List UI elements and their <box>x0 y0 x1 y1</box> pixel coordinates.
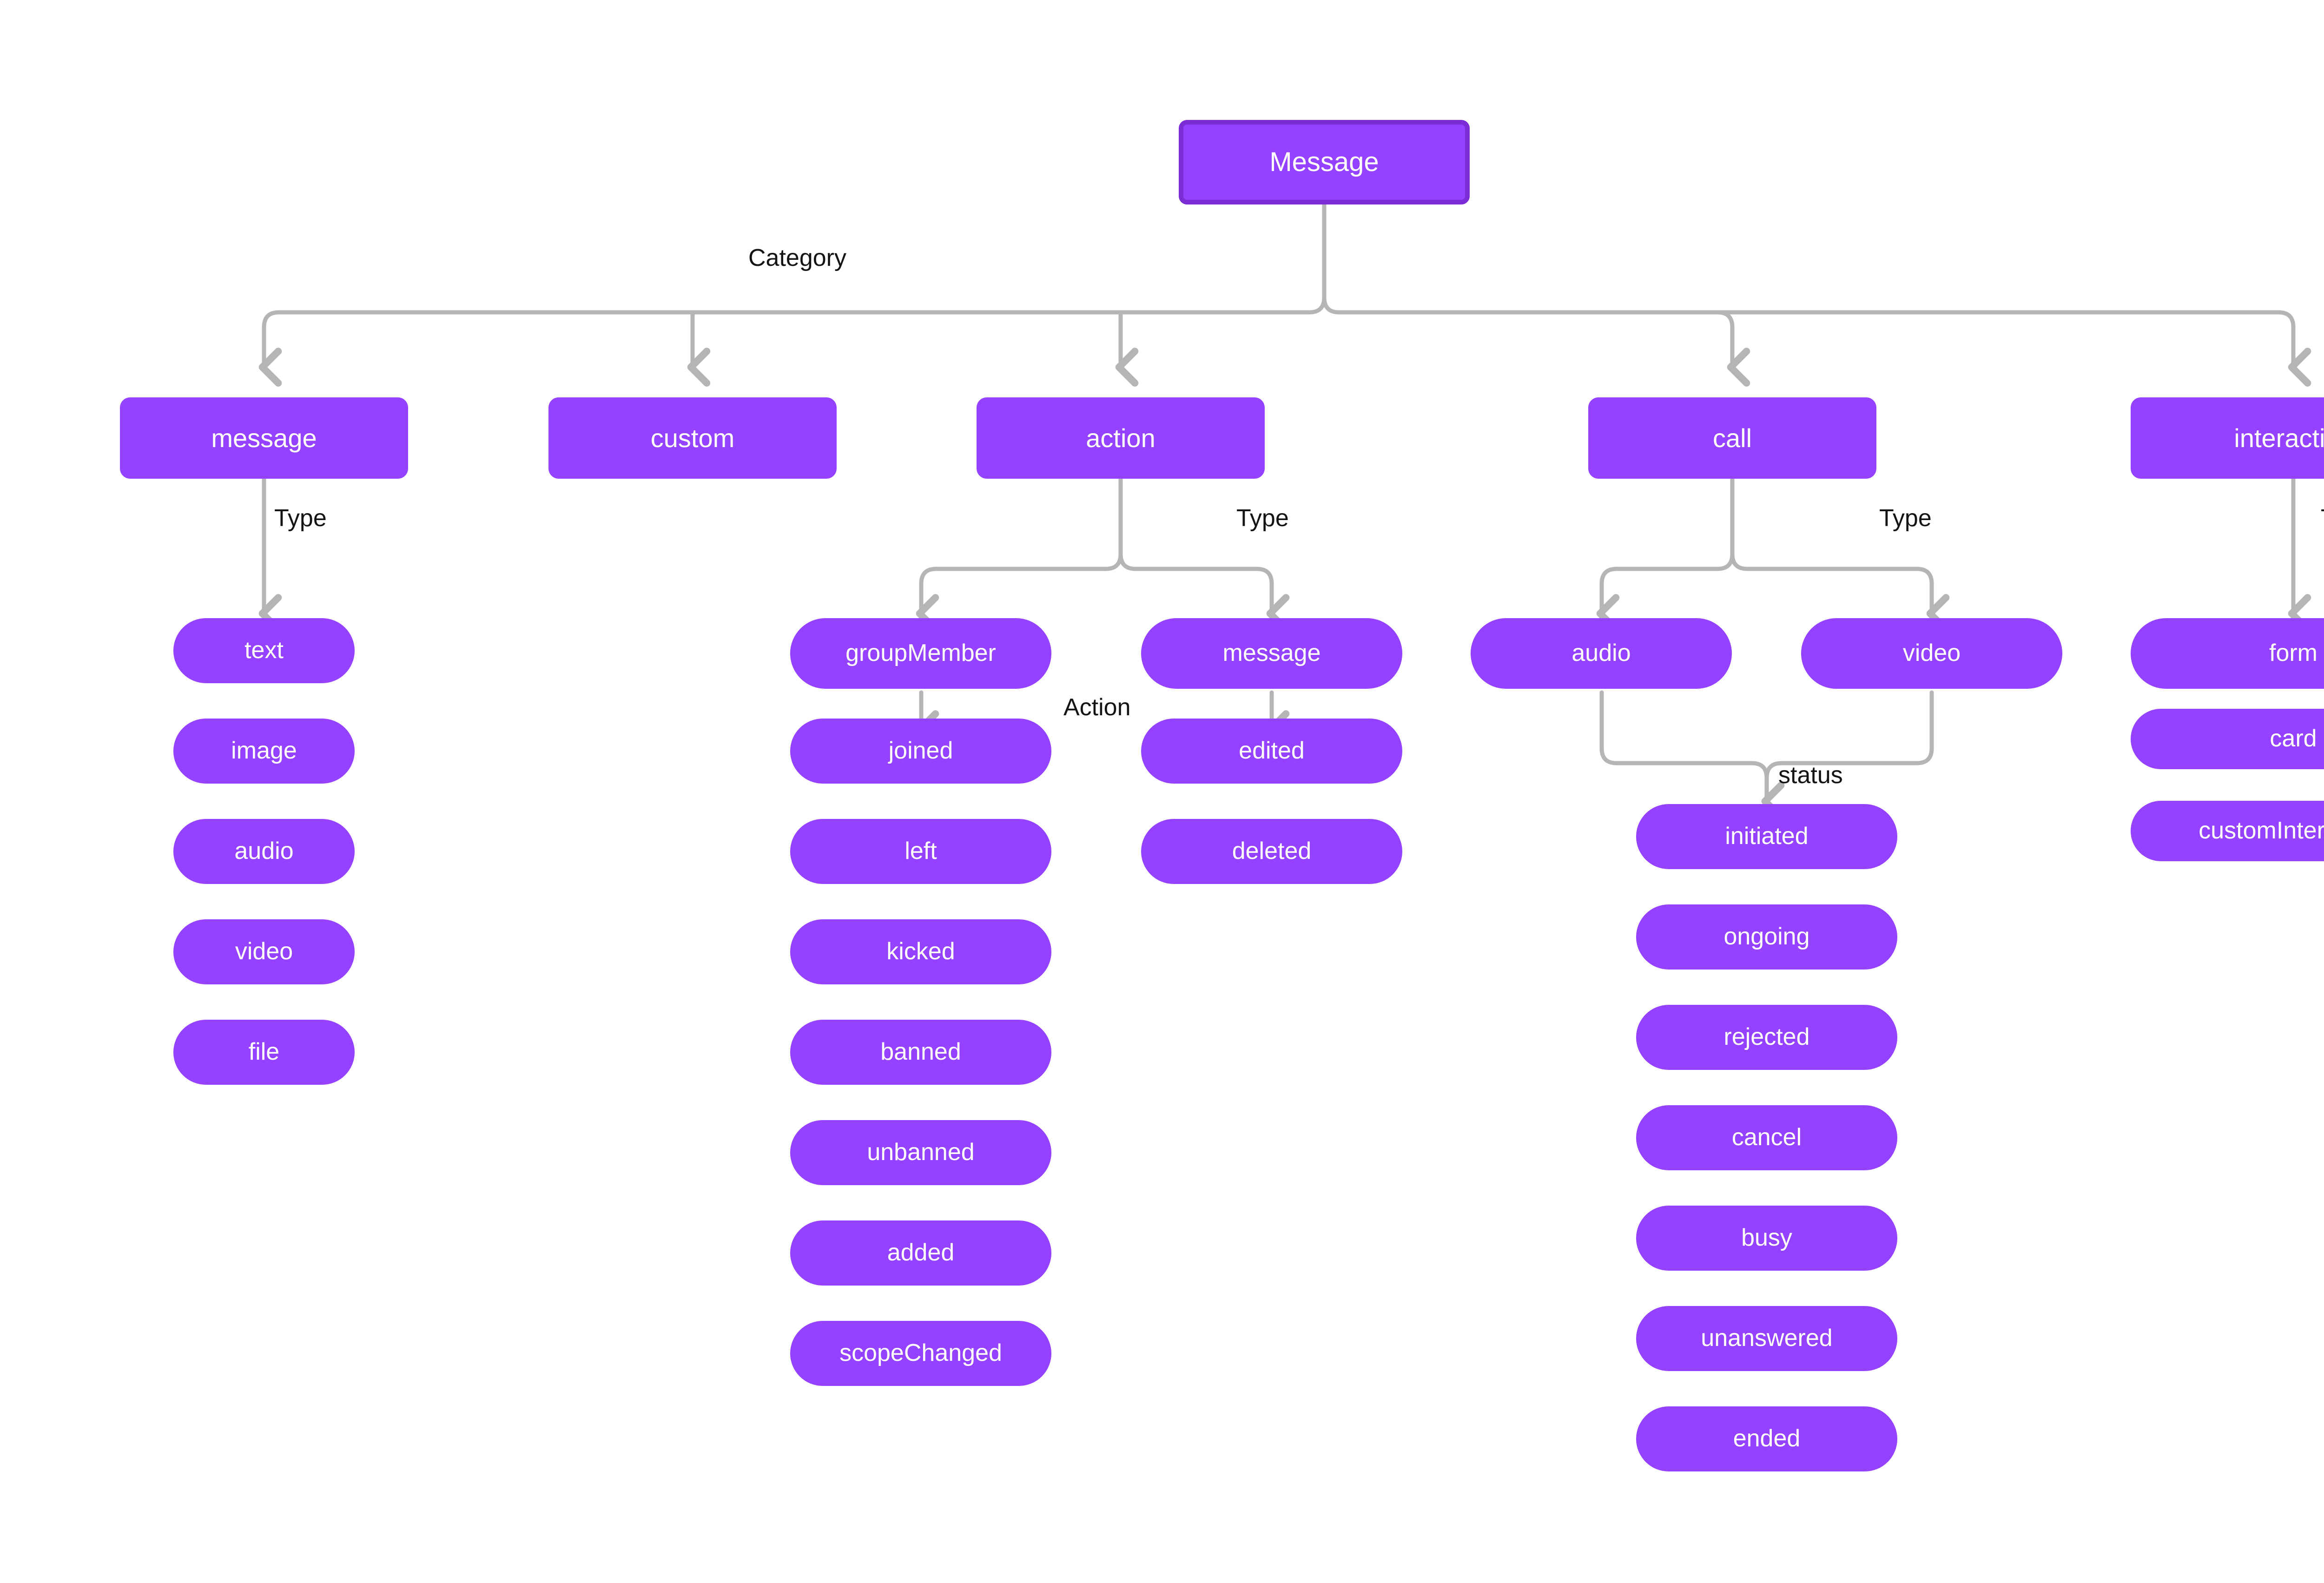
node-interactive-card[interactable]: card <box>2131 709 2324 769</box>
node-type-text[interactable]: text <box>173 618 355 683</box>
node-call-status-ongoing[interactable]: ongoing <box>1636 904 1897 970</box>
node-call-status-ended[interactable]: ended <box>1636 1406 1897 1471</box>
node-label: unanswered <box>1701 1325 1833 1352</box>
node-interactive-custominteractive[interactable]: customInteractive <box>2131 801 2324 861</box>
node-label: video <box>1902 640 1961 667</box>
node-call-status-rejected[interactable]: rejected <box>1636 1005 1897 1070</box>
node-type-file[interactable]: file <box>173 1020 355 1085</box>
node-groupmember-kicked[interactable]: kicked <box>790 919 1051 984</box>
node-label: interactive <box>2234 423 2324 453</box>
node-category-call[interactable]: call <box>1588 397 1876 479</box>
node-label: Message <box>1269 147 1379 178</box>
node-label: edited <box>1239 737 1305 765</box>
edge-label-type-message: Type <box>274 505 327 532</box>
node-label: file <box>248 1038 280 1066</box>
edge-label-category: Category <box>748 244 846 271</box>
node-action-groupmember[interactable]: groupMember <box>790 618 1051 689</box>
node-groupmember-added[interactable]: added <box>790 1220 1051 1286</box>
node-label: ongoing <box>1723 923 1810 950</box>
node-interactive-form[interactable]: form <box>2131 618 2324 689</box>
node-label: rejected <box>1723 1023 1810 1051</box>
node-label: deleted <box>1232 838 1312 865</box>
node-label: joined <box>888 737 953 765</box>
node-category-custom[interactable]: custom <box>548 397 837 479</box>
node-groupmember-banned[interactable]: banned <box>790 1020 1051 1085</box>
edge-label-status: status <box>1778 762 1843 789</box>
node-groupmember-joined[interactable]: joined <box>790 719 1051 784</box>
node-label: form <box>2269 640 2317 667</box>
node-action-message-edited[interactable]: edited <box>1141 719 1402 784</box>
node-label: action <box>1086 423 1155 453</box>
edge-label-type-interactive: Type <box>2321 504 2324 532</box>
node-category-interactive[interactable]: interactive <box>2131 397 2324 479</box>
node-call-audio[interactable]: audio <box>1471 618 1732 689</box>
node-category-action[interactable]: action <box>977 397 1265 479</box>
node-label: video <box>235 938 293 965</box>
node-call-status-initiated[interactable]: initiated <box>1636 804 1897 869</box>
node-label: customInteractive <box>2199 817 2324 844</box>
edge-label-type-action: Type <box>1236 505 1289 532</box>
edge-label-type-call: Type <box>1879 505 1932 532</box>
node-groupmember-unbanned[interactable]: unbanned <box>790 1120 1051 1185</box>
node-label: call <box>1712 423 1752 453</box>
node-label: left <box>905 838 937 865</box>
node-label: added <box>887 1239 955 1266</box>
node-label: unbanned <box>867 1139 975 1166</box>
node-label: cancel <box>1731 1124 1802 1151</box>
node-label: card <box>2270 725 2317 752</box>
node-label: message <box>1222 640 1321 667</box>
node-label: kicked <box>886 938 955 965</box>
node-label: message <box>211 423 317 453</box>
node-label: groupMember <box>845 640 996 667</box>
node-label: banned <box>880 1038 961 1066</box>
node-root-message[interactable]: Message <box>1179 120 1470 204</box>
node-call-status-unanswered[interactable]: unanswered <box>1636 1306 1897 1371</box>
node-action-message[interactable]: message <box>1141 618 1402 689</box>
node-category-message[interactable]: message <box>120 397 408 479</box>
node-label: text <box>244 637 284 664</box>
node-label: busy <box>1741 1224 1792 1252</box>
node-label: initiated <box>1725 823 1809 850</box>
node-type-image[interactable]: image <box>173 719 355 784</box>
node-type-video[interactable]: video <box>173 919 355 984</box>
node-label: audio <box>234 838 294 865</box>
node-call-video[interactable]: video <box>1801 618 2062 689</box>
node-call-status-busy[interactable]: busy <box>1636 1206 1897 1271</box>
node-groupmember-scopechanged[interactable]: scopeChanged <box>790 1321 1051 1386</box>
node-label: ended <box>1733 1425 1801 1452</box>
node-type-audio[interactable]: audio <box>173 819 355 884</box>
node-label: custom <box>650 423 735 453</box>
edge-label-action: Action <box>1063 694 1131 721</box>
node-action-message-deleted[interactable]: deleted <box>1141 819 1402 884</box>
node-label: audio <box>1571 640 1631 667</box>
node-call-status-cancel[interactable]: cancel <box>1636 1105 1897 1170</box>
node-label: image <box>231 737 297 765</box>
node-label: scopeChanged <box>839 1339 1002 1367</box>
node-groupmember-left[interactable]: left <box>790 819 1051 884</box>
